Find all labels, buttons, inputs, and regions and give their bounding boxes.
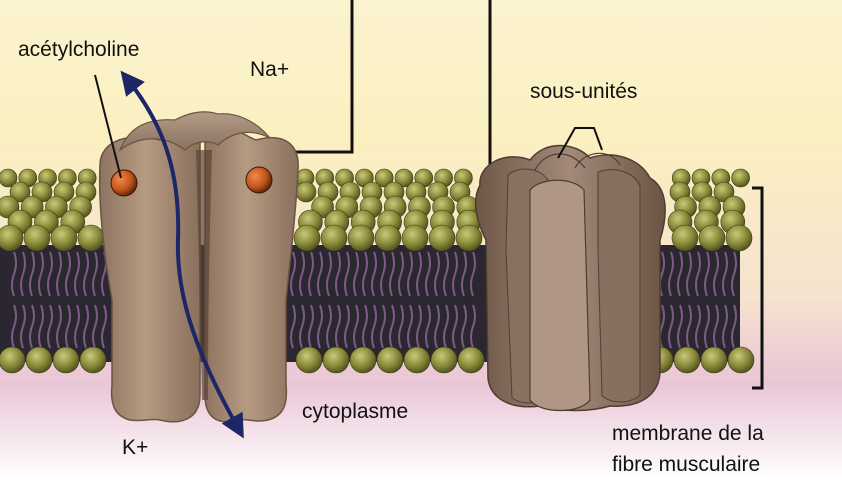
label-subunits: sous-unités	[530, 80, 637, 104]
lipid-head	[377, 347, 403, 373]
lipid-head	[732, 169, 750, 187]
label-sodium-ion: Na+	[250, 58, 289, 82]
lipid-head	[672, 225, 698, 251]
label-membrane-line2: fibre musculaire	[612, 453, 760, 477]
label-cytoplasm: cytoplasme	[302, 400, 408, 424]
lipid-head	[296, 182, 316, 202]
acetylcholine-molecule-left	[111, 170, 137, 196]
lipid-head	[348, 225, 374, 251]
lipid-head	[404, 347, 430, 373]
lipid-head	[728, 347, 754, 373]
lipid-head	[402, 225, 428, 251]
acetylcholine-molecule-right	[246, 167, 272, 193]
receptor-cross-section	[100, 112, 299, 422]
lipid-head	[458, 347, 484, 373]
receptor-subunit-right	[205, 118, 298, 422]
lipid-head	[26, 347, 52, 373]
lipid-head	[726, 225, 752, 251]
lipid-head	[323, 347, 349, 373]
lipid-head	[350, 347, 376, 373]
lipid-head	[674, 347, 700, 373]
lipid-head	[0, 225, 23, 251]
lipid-head	[321, 225, 347, 251]
lipid-head	[0, 347, 25, 373]
lipid-head	[51, 225, 77, 251]
lipid-head	[431, 347, 457, 373]
lipid-head	[296, 347, 322, 373]
lipid-head	[24, 225, 50, 251]
lipid-head	[294, 225, 320, 251]
lipid-head	[80, 347, 106, 373]
lipid-head	[429, 225, 455, 251]
lipid-head	[375, 225, 401, 251]
label-membrane-line1: membrane de la	[612, 422, 764, 446]
lipid-head	[78, 225, 104, 251]
lipid-head	[699, 225, 725, 251]
label-acetylcholine: acétylcholine	[18, 38, 139, 62]
label-potassium-ion: K+	[122, 436, 148, 460]
receptor-side-view	[476, 146, 665, 411]
subunit-2-front	[530, 180, 590, 410]
lipid-head	[53, 347, 79, 373]
receptor-subunit-left	[100, 118, 200, 422]
lipid-head	[701, 347, 727, 373]
lipid-head	[456, 225, 482, 251]
subunit-3	[598, 170, 640, 402]
